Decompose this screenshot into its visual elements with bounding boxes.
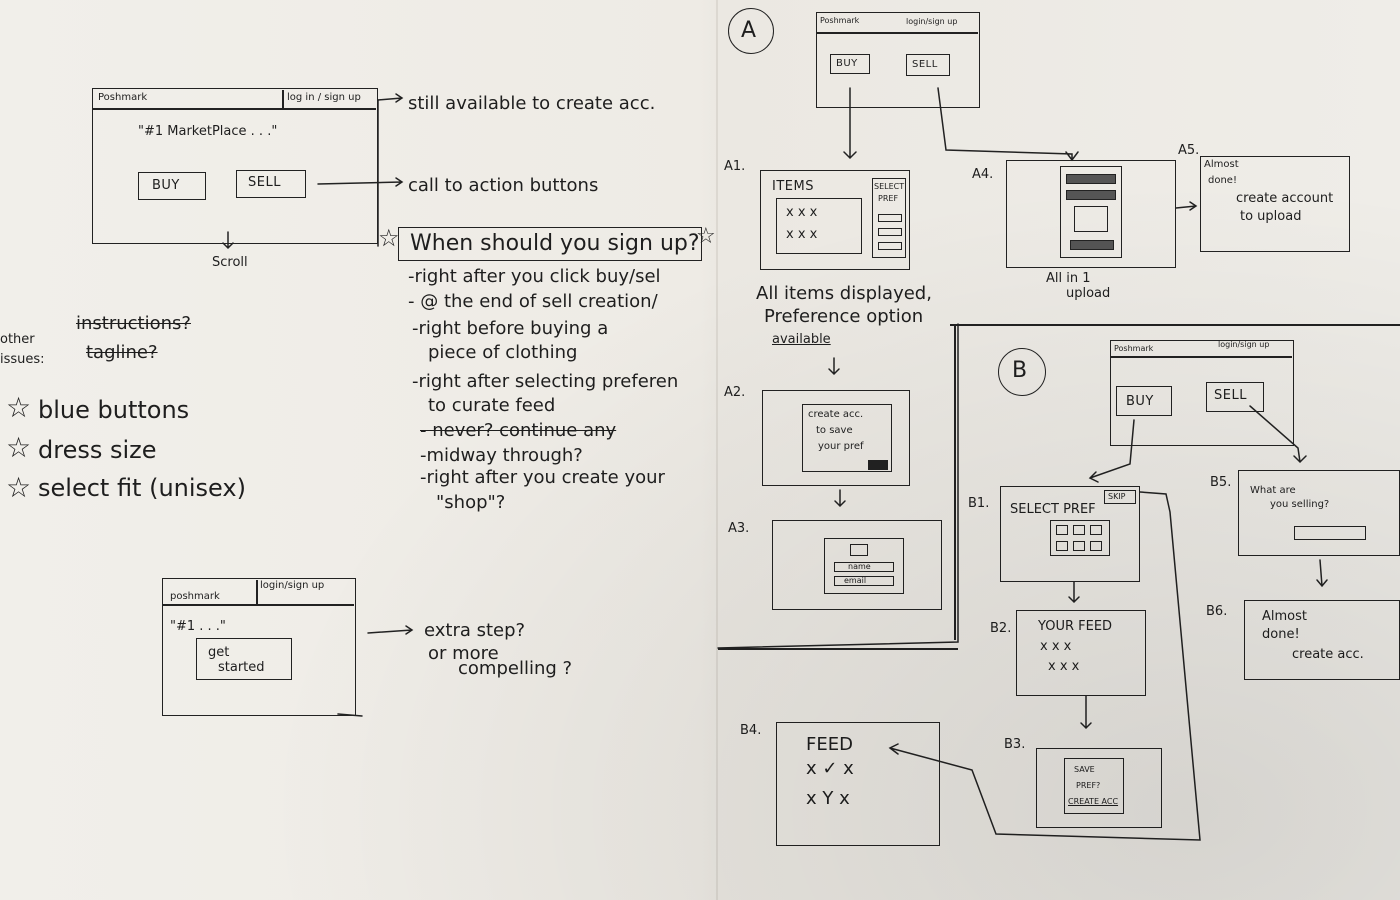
connector-arrows <box>0 0 1400 900</box>
sketch-paper: Poshmark log in / sign up "#1 MarketPlac… <box>0 0 1400 900</box>
